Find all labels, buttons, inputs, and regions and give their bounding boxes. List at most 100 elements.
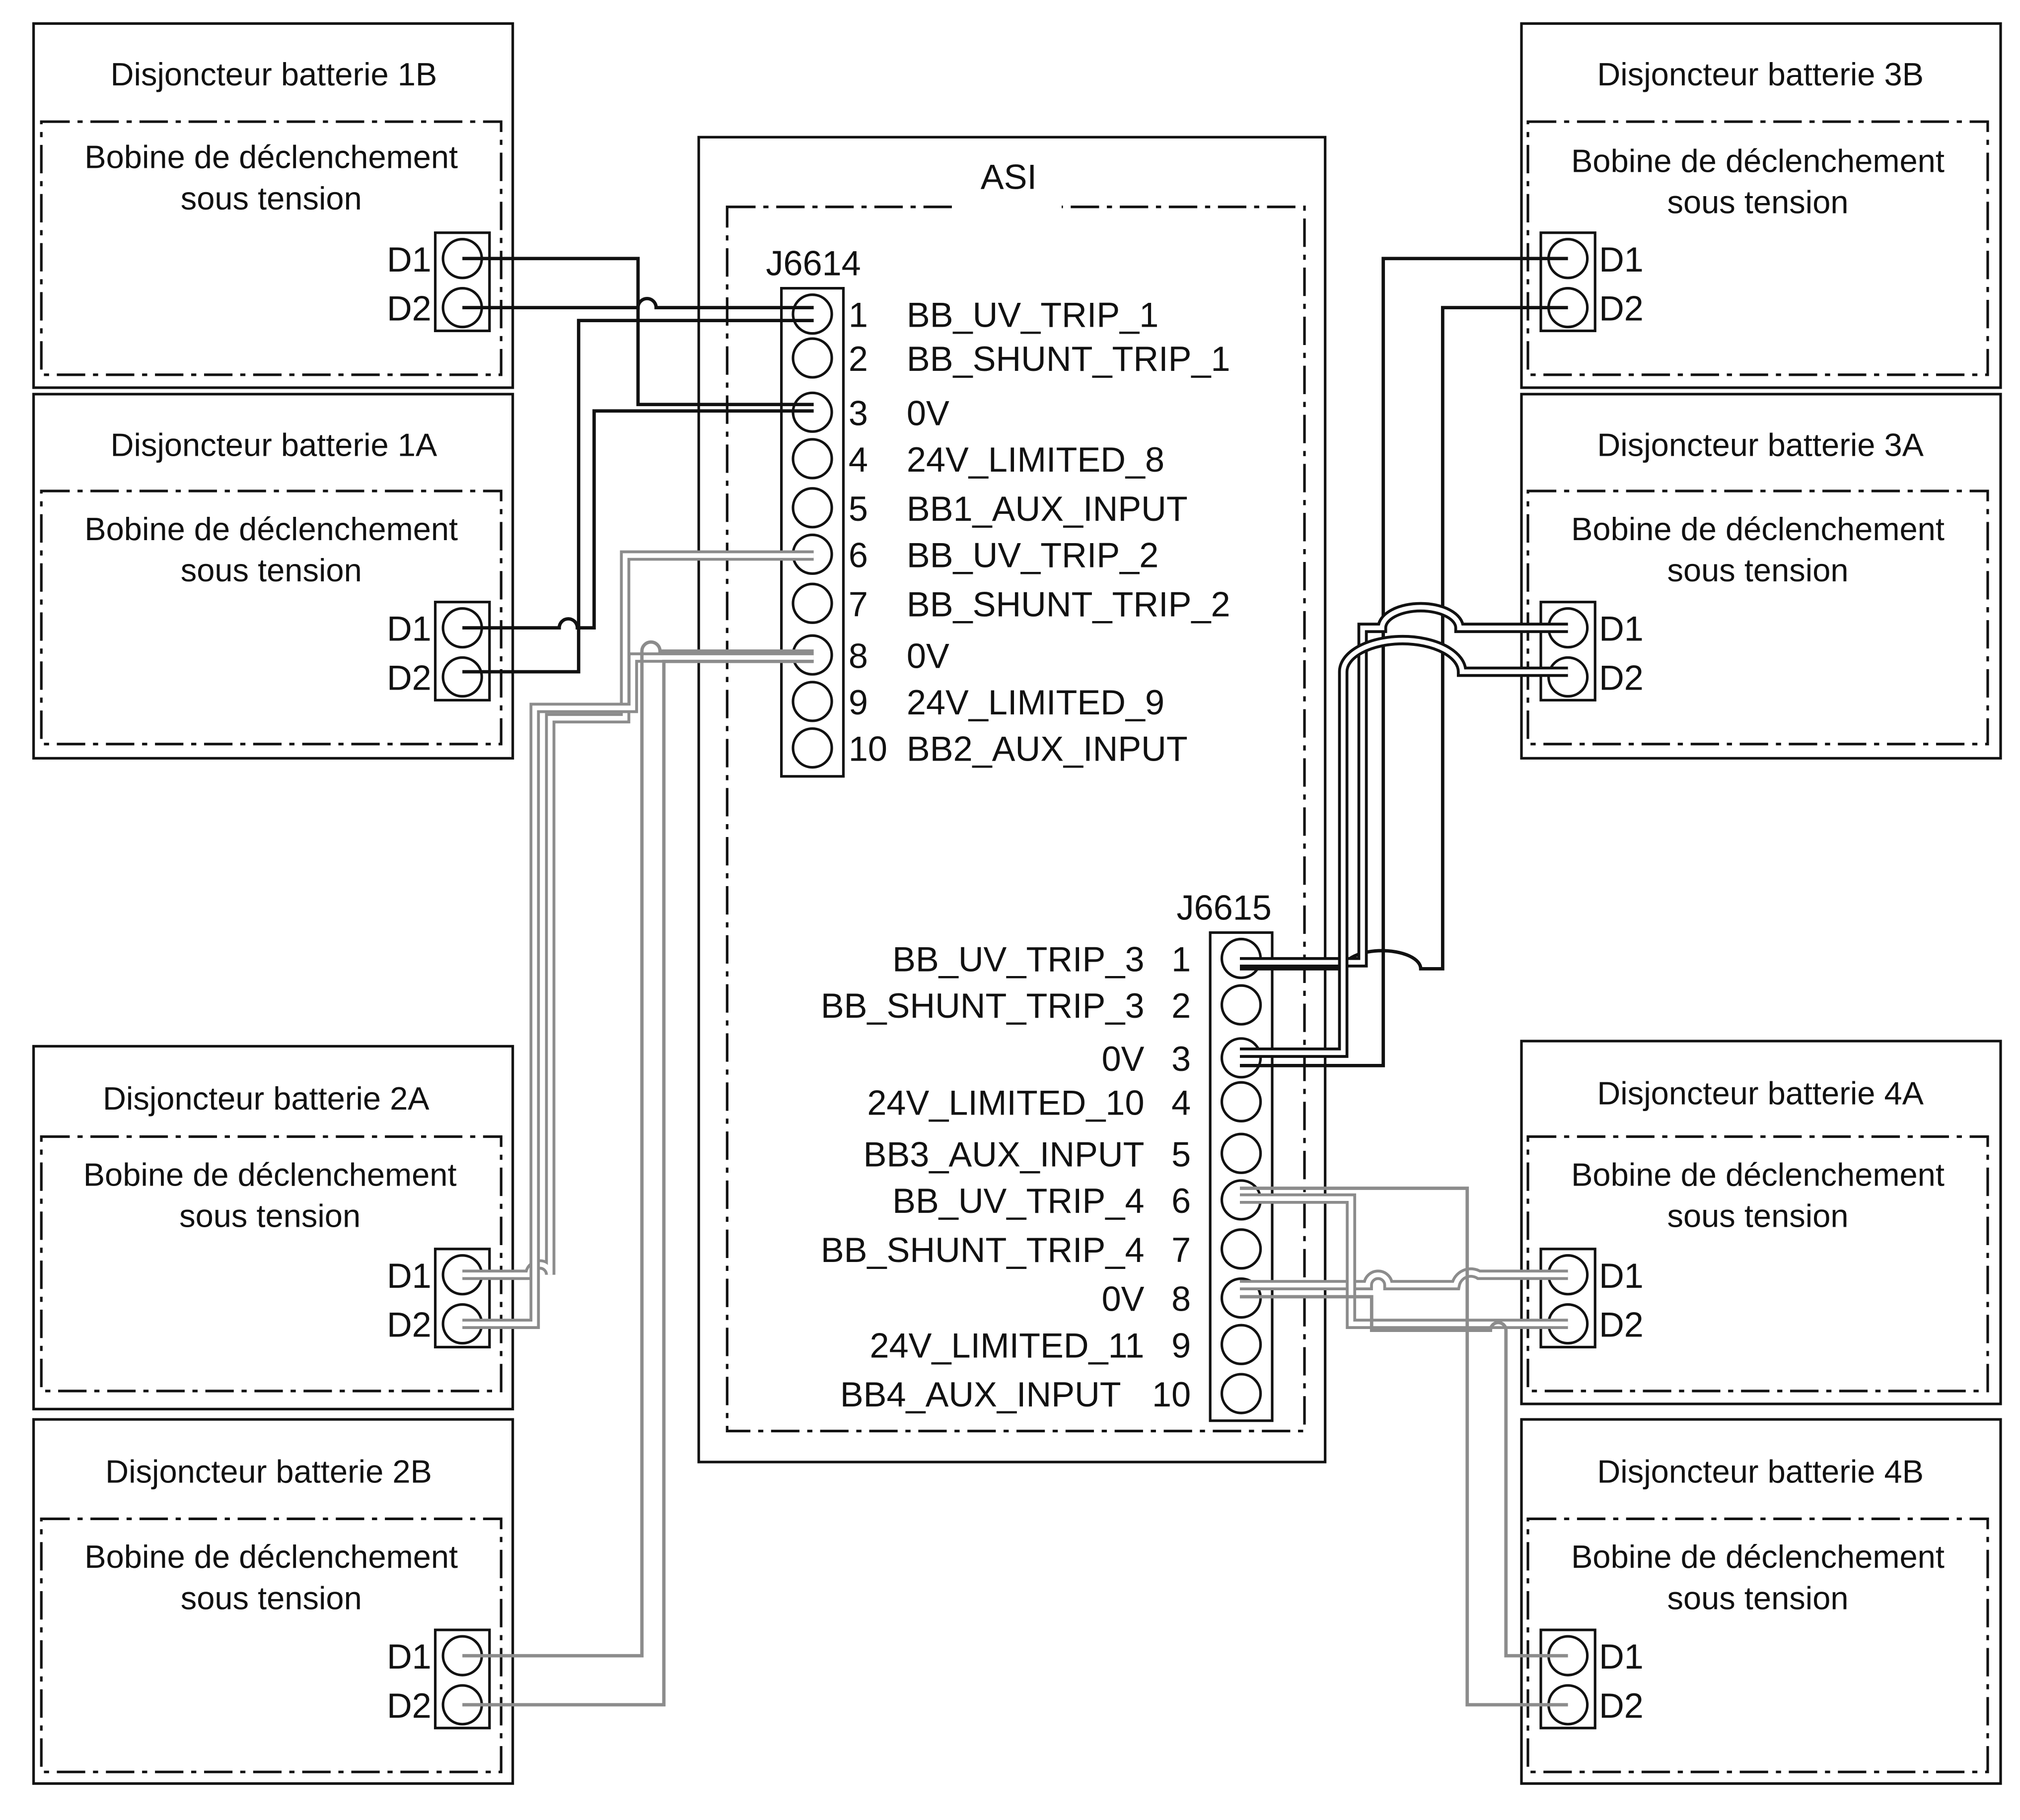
wire-4b-d2 [1239,1187,1568,1707]
wiring [462,257,1568,1707]
j6615-pin-7 [1220,1228,1262,1270]
pin-number: 8 [849,636,868,675]
coil-label-line1: Bobine de déclenchement [1571,511,1945,547]
asi-unit: ASI [697,136,1327,1464]
terminal-label-d2: D2 [387,658,432,698]
j6615-pin-5 [1220,1132,1262,1174]
breaker-1a: Disjoncteur batterie 1A Bobine de déclen… [32,393,514,760]
pin-signal: BB_SHUNT_TRIP_2 [907,584,1230,624]
pin-number: 2 [1171,986,1191,1025]
pin-signal: 0V [1102,1039,1145,1078]
terminal-label-d2: D2 [1599,1305,1644,1344]
coil-label-line2: sous tension [181,180,362,216]
j6615-pin-10 [1220,1373,1262,1414]
pin-signal: 0V [907,636,949,675]
pin-signal: BB_SHUNT_TRIP_4 [821,1230,1145,1269]
pin-signal: BB_UV_TRIP_2 [907,535,1158,574]
pin-signal: BB_UV_TRIP_1 [907,295,1158,335]
terminal-label-d1: D1 [1599,609,1644,648]
terminal-label-d2: D2 [1599,1686,1644,1725]
pin-signal: 0V [1102,1279,1145,1319]
j6614-pin-2 [792,337,833,379]
connector-j6615: J6615 1BB_UV_TRIP_32BB_SHUNT_TRIP_330V42… [821,888,1274,1422]
breaker-title: Disjoncteur batterie 3A [1597,427,1924,463]
pin-number: 9 [849,683,868,722]
terminal-label-d2: D2 [1599,658,1644,698]
pin-number: 3 [849,393,868,432]
terminal-label-d1: D1 [387,609,432,648]
pin-signal: BB_UV_TRIP_4 [892,1181,1144,1220]
pin-number: 6 [1171,1181,1191,1220]
breaker-title: Disjoncteur batterie 2B [105,1454,432,1490]
terminal-label-d1: D1 [387,1256,432,1295]
breaker-2b: Disjoncteur batterie 2B Bobine de déclen… [32,1418,514,1785]
pin-number: 10 [849,729,887,769]
terminal-label-d2: D2 [387,1305,432,1344]
coil-label-line2: sous tension [1667,1580,1848,1616]
coil-label-line1: Bobine de déclenchement [1571,1156,1945,1192]
pin-signal: BB_UV_TRIP_3 [892,940,1144,979]
pin-signal: BB2_AUX_INPUT [907,729,1188,769]
coil-label-line2: sous tension [181,1580,362,1616]
terminal-label-d1: D1 [1599,1256,1644,1295]
terminal-label-d2: D2 [387,289,432,328]
j6614-pin-10 [792,727,833,769]
pin-number: 5 [1171,1134,1191,1174]
coil-label-line1: Bobine de déclenchement [1571,1539,1945,1575]
wire-2a-d2 [462,652,814,1330]
coil-label-line1: Bobine de déclenchement [84,511,458,547]
pin-number: 8 [1171,1279,1191,1319]
pin-number: 2 [849,339,868,378]
pin-number: 6 [849,535,868,574]
pin-signal: BB_SHUNT_TRIP_1 [907,339,1230,378]
breaker-3a: Disjoncteur batterie 3A Bobine de déclen… [1520,393,2002,760]
j6614-pin-1 [792,293,833,335]
pin-number: 7 [1171,1230,1191,1269]
pin-number: 4 [1171,1083,1191,1122]
pin-signal: BB3_AUX_INPUT [864,1134,1145,1174]
j6614-pin-5 [792,487,833,529]
j6615-pin-2 [1220,984,1262,1026]
j6614-pin-9 [792,681,833,722]
terminal-label-d1: D1 [387,240,432,279]
breaker-title: Disjoncteur batterie 3B [1597,56,1924,92]
pin-number: 10 [1152,1375,1191,1414]
terminal-d2 [441,656,483,698]
terminal-label-d1: D1 [387,1637,432,1676]
coil-label-line2: sous tension [1667,1198,1848,1234]
pin-signal: 24V_LIMITED_11 [870,1326,1145,1365]
pin-number: 5 [849,489,868,528]
j6614-pin-4 [792,438,833,480]
pin-signal: 24V_LIMITED_9 [907,683,1164,722]
breaker-4b: Disjoncteur batterie 4B Bobine de déclen… [1520,1418,2002,1785]
coil-label-line1: Bobine de déclenchement [1571,143,1945,179]
pin-number: 1 [849,295,868,335]
coil-label-line1: Bobine de déclenchement [83,1156,457,1192]
breaker-title: Disjoncteur batterie 4B [1597,1454,1924,1490]
pin-signal: 24V_LIMITED_8 [907,440,1164,479]
pin-signal: BB_SHUNT_TRIP_3 [821,986,1145,1025]
wire-3a-d1 [1239,602,1568,968]
pin-number: 7 [849,584,868,624]
pin-number: 9 [1171,1326,1191,1365]
wire-2b-d2 [462,659,814,1707]
terminal-label-d2: D2 [1599,289,1644,328]
wire-4a-d2 [1239,1193,1568,1330]
coil-label-line2: sous tension [1667,552,1848,588]
wire-2b-d1 [462,640,814,1658]
pin-signal: BB1_AUX_INPUT [907,489,1188,528]
breaker-3b: Disjoncteur batterie 3B Bobine de déclen… [1520,22,2002,389]
pin-signal: 24V_LIMITED_10 [867,1083,1144,1122]
wire-1b-d1 [462,257,814,407]
terminal-label-d1: D1 [1599,240,1644,279]
breaker-title: Disjoncteur batterie 2A [103,1080,430,1117]
pin-signal: BB4_AUX_INPUT [840,1375,1121,1414]
j6615-pin-9 [1220,1324,1262,1365]
breaker-title: Disjoncteur batterie 1A [111,427,437,463]
coil-label-line1: Bobine de déclenchement [84,1539,458,1575]
breaker-title: Disjoncteur batterie 4A [1597,1075,1924,1111]
coil-label-line2: sous tension [179,1198,361,1234]
wire-4b-d1 [1239,1295,1568,1658]
